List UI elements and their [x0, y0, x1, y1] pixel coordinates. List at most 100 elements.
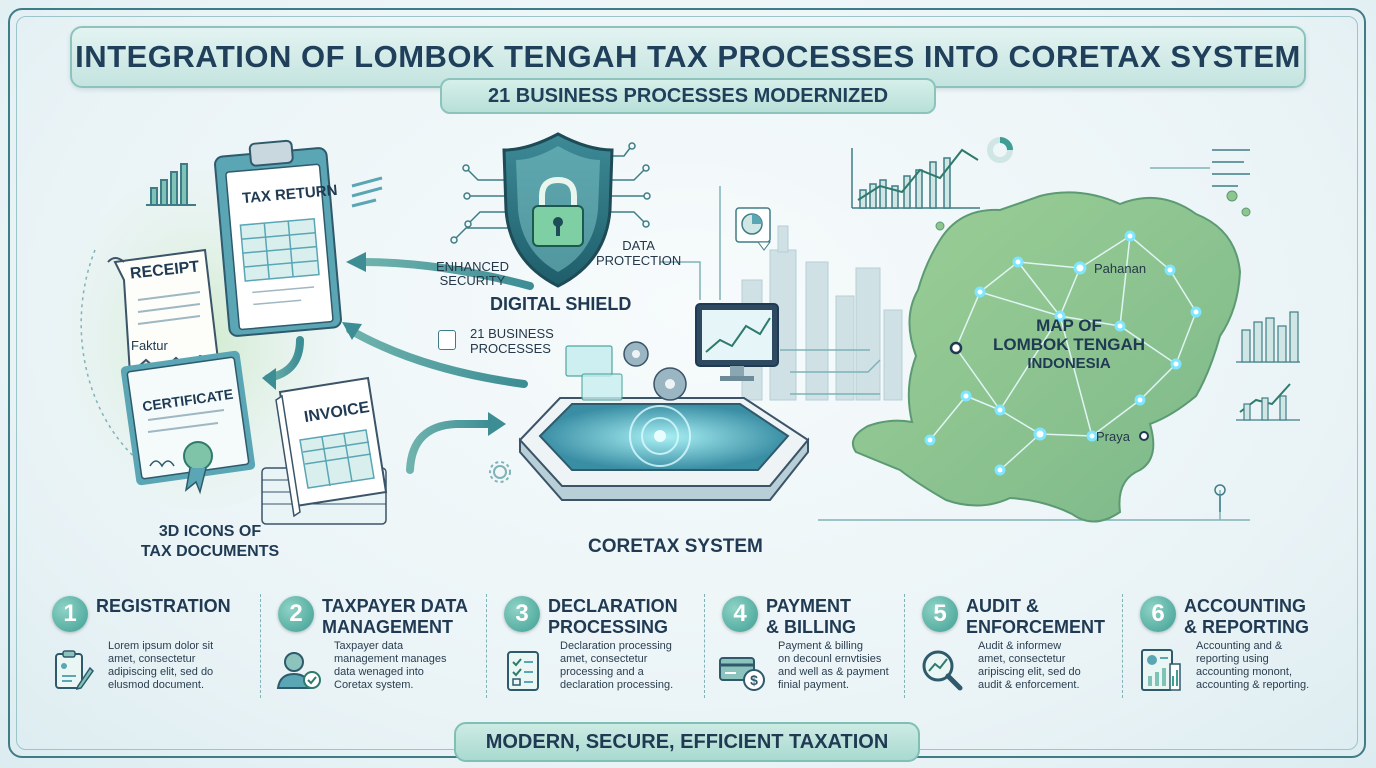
step-desc-line: Accounting and &: [1196, 640, 1283, 652]
map-title-line-3: INDONESIA: [1027, 355, 1111, 372]
step-title-line: DECLARATION: [548, 596, 678, 616]
business-processes-badge: 21 BUSINESS PROCESSES: [470, 326, 554, 356]
step-number: 1: [52, 596, 88, 632]
step-title-line: TAXPAYER DATA: [322, 596, 469, 616]
data-protection-label: DATA PROTECTION: [596, 238, 681, 268]
step-desc-line: declaration processing.: [560, 679, 674, 691]
step-description: Taxpayer data management manages data we…: [334, 640, 482, 692]
step-desc-line: elusmod document.: [108, 679, 204, 691]
step-divider: [904, 594, 905, 698]
step-desc-line: Lorem ipsum dolor sit: [108, 640, 214, 652]
step-title: ACCOUNTING & REPORTING: [1184, 596, 1344, 638]
city-skyline: [741, 225, 903, 401]
map-pin-south: [1214, 484, 1226, 512]
faktur-label: Faktur: [131, 338, 168, 353]
line-chart-top: [851, 148, 980, 209]
map-title-line-1: MAP OF: [1036, 316, 1102, 335]
certificate-document: [120, 350, 256, 495]
step-desc-line: Taxpayer data: [334, 640, 404, 652]
step-desc-line: and well as & payment: [778, 666, 889, 678]
network-connectors: [660, 167, 1250, 521]
step-divider: [704, 594, 705, 698]
mini-bar-chart: [146, 163, 196, 206]
step-title-line: REGISTRATION: [96, 596, 231, 616]
step-description: Lorem ipsum dolor sit amet, consectetur …: [108, 640, 256, 692]
step-description: Audit & informew amet, consectetur aripi…: [978, 640, 1126, 692]
step-desc-line: aripiscing elit, sed do: [978, 666, 1081, 678]
donut-chart-icon: [987, 137, 1013, 163]
step-declaration: 3 DECLARATION PROCESSING Declaration pro…: [492, 588, 700, 704]
step-desc-line: Payment & billing: [778, 640, 863, 652]
step-title: REGISTRATION: [96, 596, 256, 617]
step-number: 2: [278, 596, 314, 632]
step-audit: 5 AUDIT & ENFORCEMENT Audit & informew a…: [910, 588, 1118, 704]
step-desc-line: amet, consectetur: [108, 653, 196, 665]
invoice-stack: [261, 376, 388, 525]
coretax-caption: CORETAX SYSTEM: [588, 536, 763, 557]
step-title-line: ENFORCEMENT: [966, 617, 1105, 637]
step-description: Payment & billing on decounl ernvtisies …: [778, 640, 926, 692]
step-title-line: PAYMENT: [766, 596, 852, 616]
footer-tagline: MODERN, SECURE, EFFICIENT TAXATION: [485, 730, 889, 753]
digital-shield: [502, 132, 614, 288]
checklist-icon: [507, 651, 539, 691]
svg-text:$: $: [750, 672, 758, 688]
step-divider: [486, 594, 487, 698]
step-divider: [260, 594, 261, 698]
step-desc-line: data wenaged into: [334, 666, 424, 678]
step-title: AUDIT & ENFORCEMENT: [966, 596, 1126, 638]
tax-return-clipboard: [214, 139, 342, 337]
documents-caption-line-2: TAX DOCUMENTS: [140, 543, 280, 560]
document-icon: [438, 330, 456, 350]
page-subtitle: 21 BUSINESS PROCESSES MODERNIZED: [487, 84, 889, 107]
step-title-line: & BILLING: [766, 617, 856, 637]
step-desc-line: audit & enforcement.: [978, 679, 1080, 691]
step-title: PAYMENT & BILLING: [766, 596, 926, 638]
user-check-icon: [276, 652, 321, 689]
step-desc-line: Coretax system.: [334, 679, 414, 691]
step-title-line: ACCOUNTING: [1184, 596, 1306, 616]
cycle-arc: [80, 249, 151, 471]
step-desc-line: management manages: [334, 653, 447, 665]
step-number: 6: [1140, 596, 1176, 632]
step-desc-line: Declaration processing: [560, 640, 672, 652]
place-pahanan: Pahanan: [1094, 261, 1147, 276]
arrow-heads: [262, 252, 506, 436]
map-pin-left: [949, 341, 963, 355]
step-desc-line: finial payment.: [778, 679, 849, 691]
data-protection-line-1: DATA: [622, 238, 655, 253]
pie-chart-icon: [735, 207, 771, 251]
step-taxpayer-data: 2 TAXPAYER DATA MANAGEMENT Taxpayer data…: [266, 588, 474, 704]
step-desc-line: accounting monont,: [1196, 666, 1293, 678]
place-praya: Praya: [1096, 429, 1130, 444]
step-desc-line: adipiscing elit, sed do: [108, 666, 214, 678]
step-title-line: AUDIT &: [966, 596, 1039, 616]
enhanced-security-line-1: ENHANCED: [436, 259, 509, 274]
step-description: Declaration processing amet, consectetur…: [560, 640, 708, 692]
step-payment: 4 PAYMENT & BILLING $ Payment & billing …: [710, 588, 918, 704]
receipt-document: [107, 248, 220, 377]
payment-card-icon: $: [719, 657, 765, 691]
step-number: 4: [722, 596, 758, 632]
step-desc-line: accounting & reporting.: [1196, 679, 1310, 691]
gear-icon: [489, 461, 511, 483]
business-processes-line-1: 21 BUSINESS: [470, 326, 554, 341]
step-desc-line: processing and a: [560, 666, 644, 678]
map-islands: [935, 190, 1251, 231]
step-title-line: MANAGEMENT: [322, 617, 453, 637]
lombok-map: [852, 190, 1251, 523]
step-desc-line: reporting using: [1196, 653, 1269, 665]
step-title: TAXPAYER DATA MANAGEMENT: [322, 596, 482, 638]
step-accounting: 6 ACCOUNTING & REPORTING Accounting and …: [1128, 588, 1336, 704]
step-description: Accounting and & reporting using account…: [1196, 640, 1344, 692]
subtitle-banner: 21 BUSINESS PROCESSES MODERNIZED: [440, 78, 936, 114]
side-chart-right: [1236, 311, 1300, 421]
step-title-line: PROCESSING: [548, 617, 669, 637]
enhanced-security-label: ENHANCED SECURITY: [436, 260, 509, 288]
page-title: INTEGRATION OF LOMBOK TENGAH TAX PROCESS…: [75, 39, 1301, 74]
business-processes-line-2: PROCESSES: [470, 341, 551, 356]
step-desc-line: on decounl ernvtisies: [778, 653, 882, 665]
step-desc-line: amet, consectetur: [560, 653, 648, 665]
